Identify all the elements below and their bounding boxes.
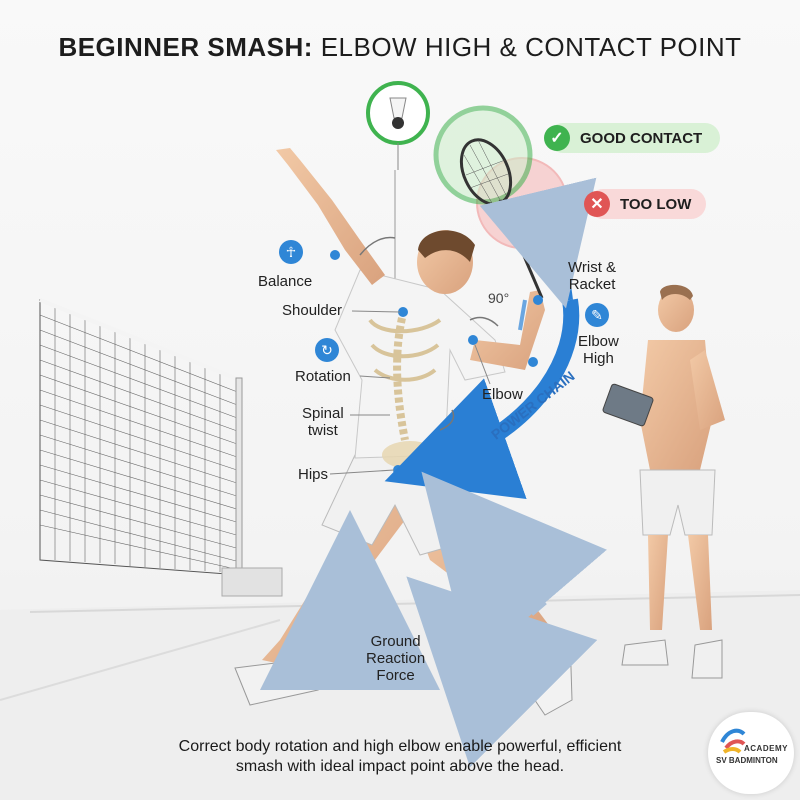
wrist-racket-label: Wrist & Racket <box>568 259 617 293</box>
arm-elbow-icon: ✎ <box>585 303 609 327</box>
shuttlecock-icon <box>389 97 407 129</box>
leader-lines <box>329 310 491 475</box>
spinal-twist-label: Spinal twist <box>302 405 344 439</box>
good-contact-label: GOOD CONTACT <box>580 129 703 147</box>
good-contact-pill: ✓ GOOD CONTACT <box>544 123 720 153</box>
ground-force-arrows <box>260 471 607 768</box>
page-title: BEGINNER SMASH: ELBOW HIGH & CONTACT POI… <box>0 32 800 63</box>
elbow-high-label: Elbow High <box>578 333 619 367</box>
academy-logo: ACADEMY SV BADMINTON <box>708 712 794 794</box>
too-low-label: TOO LOW <box>620 195 692 213</box>
checkmark-icon: ✓ <box>544 125 570 151</box>
logo-line1: ACADEMY <box>744 744 788 753</box>
angle-label: 90° <box>488 290 510 306</box>
shoulder-label: Shoulder <box>282 302 343 319</box>
hips-label: Hips <box>298 466 329 483</box>
caption: Correct body rotation and high elbow ena… <box>178 738 622 775</box>
elbow-label: Elbow <box>482 386 523 403</box>
x-icon: ✕ <box>584 191 610 217</box>
angle-guides <box>359 236 499 431</box>
title-bold: BEGINNER SMASH: <box>58 32 313 62</box>
power-chain-arrow <box>384 177 597 500</box>
person-balance-icon: ☥ <box>279 240 303 264</box>
badminton-net <box>39 298 283 597</box>
balance-label: Balance <box>258 273 313 290</box>
coach-figure <box>602 284 725 679</box>
title-rest: ELBOW HIGH & CONTACT POINT <box>320 32 742 62</box>
logo-line2: SV BADMINTON <box>716 756 778 765</box>
logo-mark <box>720 728 746 754</box>
too-low-pill: ✕ TOO LOW <box>584 189 706 219</box>
rotation-arrows-icon: ↻ <box>315 338 339 362</box>
ground-reaction-force-label: Ground Reaction Force <box>366 633 426 684</box>
rotation-label: Rotation <box>295 368 351 385</box>
